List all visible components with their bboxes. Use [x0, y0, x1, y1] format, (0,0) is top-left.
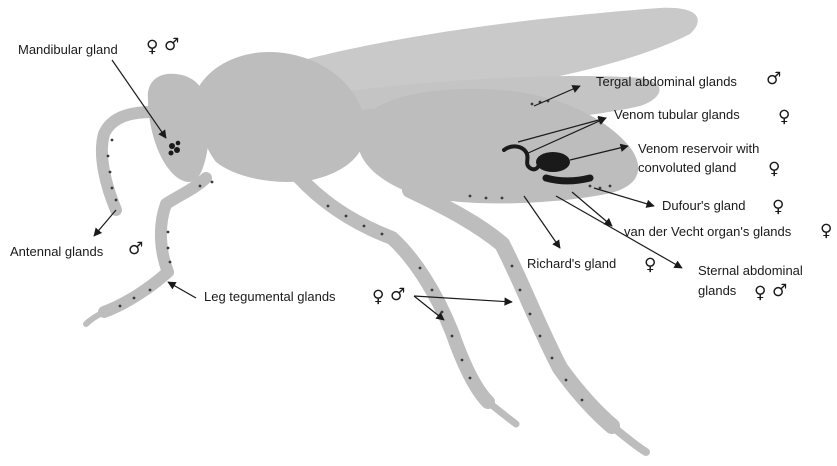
venom-reservoir-shape	[536, 152, 570, 172]
female-symbol-venom-tubular: ♀	[778, 108, 790, 126]
male-symbol-mandibular: ♂	[164, 36, 179, 54]
venom-duct	[546, 178, 590, 181]
front-leg	[104, 178, 206, 312]
female-symbol-vecht: ♀	[820, 222, 832, 240]
label-richards-gland: Richard's gland	[527, 256, 616, 272]
female-symbol-sternal: ♀	[754, 284, 766, 302]
female-symbol-richard: ♀	[644, 256, 656, 274]
front-tarsus	[86, 312, 104, 324]
wasp-body	[86, 52, 646, 452]
label-venom-reservoir-line1: Venom reservoir with	[638, 141, 759, 157]
label-sternal-line1: Sternal abdominal	[698, 263, 803, 279]
male-symbol-sternal: ♂	[772, 282, 787, 300]
female-symbol-dufour: ♀	[772, 198, 784, 216]
male-symbol-antennal: ♂	[128, 240, 143, 258]
male-symbol-leg: ♂	[390, 286, 405, 304]
female-symbol-venom-reservoir: ♀	[768, 160, 780, 178]
label-venom-reservoir-line2: convoluted gland	[638, 160, 736, 176]
label-antennal-glands: Antennal glands	[10, 244, 103, 260]
label-dufours-gland: Dufour's gland	[662, 198, 745, 214]
label-leg-tegumental-glands: Leg tegumental glands	[204, 289, 336, 305]
antenna	[102, 112, 152, 210]
female-symbol-leg: ♀	[372, 288, 384, 306]
male-symbol-tergal: ♂	[766, 70, 781, 88]
female-symbol-mandibular: ♀	[146, 38, 158, 56]
label-sternal-line2: glands	[698, 283, 736, 299]
label-mandibular-gland: Mandibular gland	[18, 42, 118, 58]
middle-tarsus	[488, 402, 516, 424]
label-venom-tubular-glands: Venom tubular glands	[614, 107, 740, 123]
hind-tarsus	[612, 426, 646, 452]
label-van-der-vecht-glands: van der Vecht organ's glands	[624, 224, 791, 240]
label-tergal-abdominal-glands: Tergal abdominal glands	[596, 74, 737, 90]
